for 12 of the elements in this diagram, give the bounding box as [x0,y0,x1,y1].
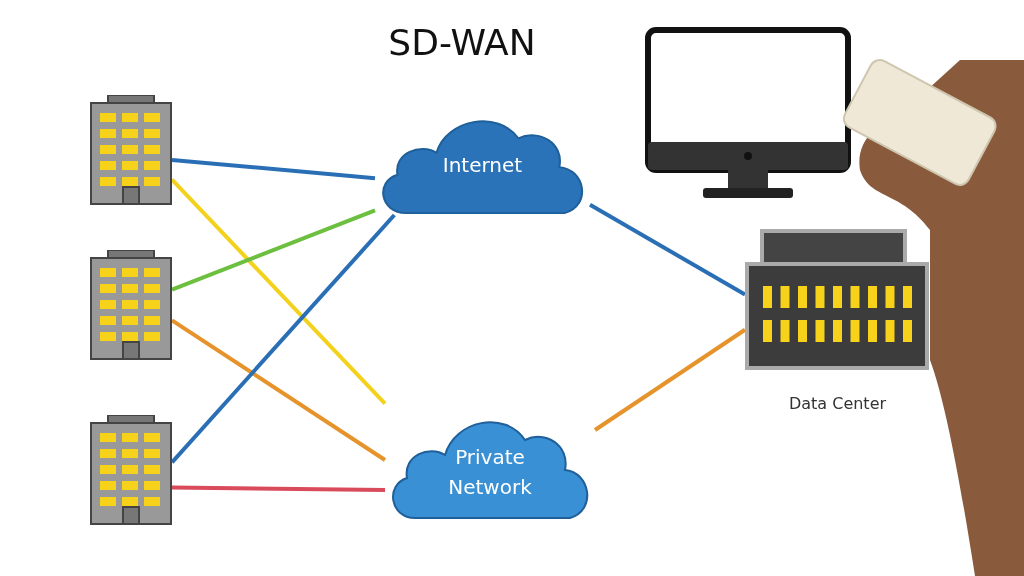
cloud-label: Private Network [447,444,533,501]
connection-line [589,202,746,297]
connection-line [171,485,386,492]
office-building-icon [90,95,172,205]
connection-line [171,157,376,181]
office-building-icon [90,250,172,360]
connection-line [593,328,747,432]
data-center-label: Data Center [787,394,888,413]
office-building-icon [90,415,172,525]
connection-line [171,208,376,292]
diagram-title: SD-WAN [387,22,537,63]
cloud-label: Internet [441,152,524,179]
